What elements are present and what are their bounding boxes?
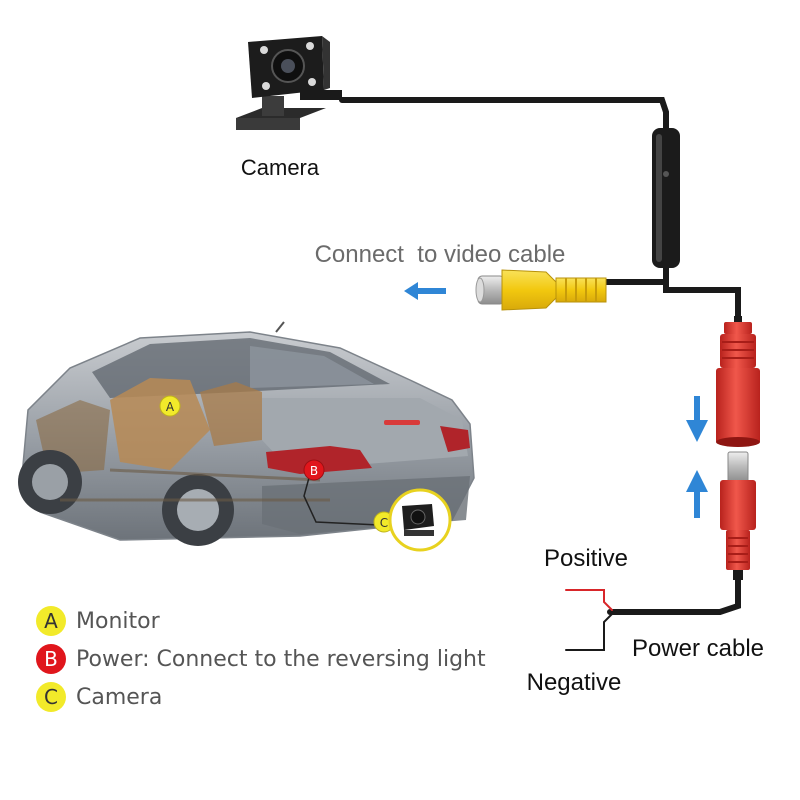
arrow-left-icon bbox=[404, 282, 446, 300]
legend-text-power: Power: Connect to the reversing light bbox=[76, 646, 486, 672]
svg-text:A: A bbox=[166, 400, 175, 414]
legend-item-camera: C Camera bbox=[36, 682, 162, 712]
legend-badge-b: B bbox=[36, 644, 66, 674]
marker-a: A bbox=[159, 395, 181, 417]
legend-text-monitor: Monitor bbox=[76, 608, 160, 634]
rca-video-connector bbox=[475, 269, 607, 311]
legend-text-camera: Camera bbox=[76, 684, 163, 710]
power-cable-label: Power cable bbox=[632, 635, 764, 662]
power-connector-male bbox=[720, 451, 756, 580]
arrow-up-icon bbox=[686, 470, 708, 518]
svg-text:C: C bbox=[380, 516, 388, 530]
marker-b: B bbox=[303, 459, 325, 481]
arrow-down-icon bbox=[686, 396, 708, 442]
legend-badge-c: C bbox=[36, 682, 66, 712]
video-connection-label: Connect to video cable bbox=[315, 241, 566, 268]
camera-label: Camera bbox=[241, 155, 320, 180]
camera-illustration bbox=[236, 36, 342, 130]
positive-label: Positive bbox=[544, 545, 628, 572]
legend-item-monitor: A Monitor bbox=[36, 606, 160, 636]
inline-module bbox=[652, 128, 680, 268]
legend-item-power: B Power: Connect to the reversing light bbox=[36, 644, 486, 674]
power-cable-lines bbox=[565, 577, 741, 651]
svg-text:B: B bbox=[310, 464, 318, 478]
negative-label: Negative bbox=[527, 669, 622, 696]
legend-badge-a: A bbox=[36, 606, 66, 636]
camera-inset bbox=[388, 488, 452, 552]
cable-lines bbox=[339, 97, 741, 321]
power-connector-female bbox=[716, 316, 760, 447]
